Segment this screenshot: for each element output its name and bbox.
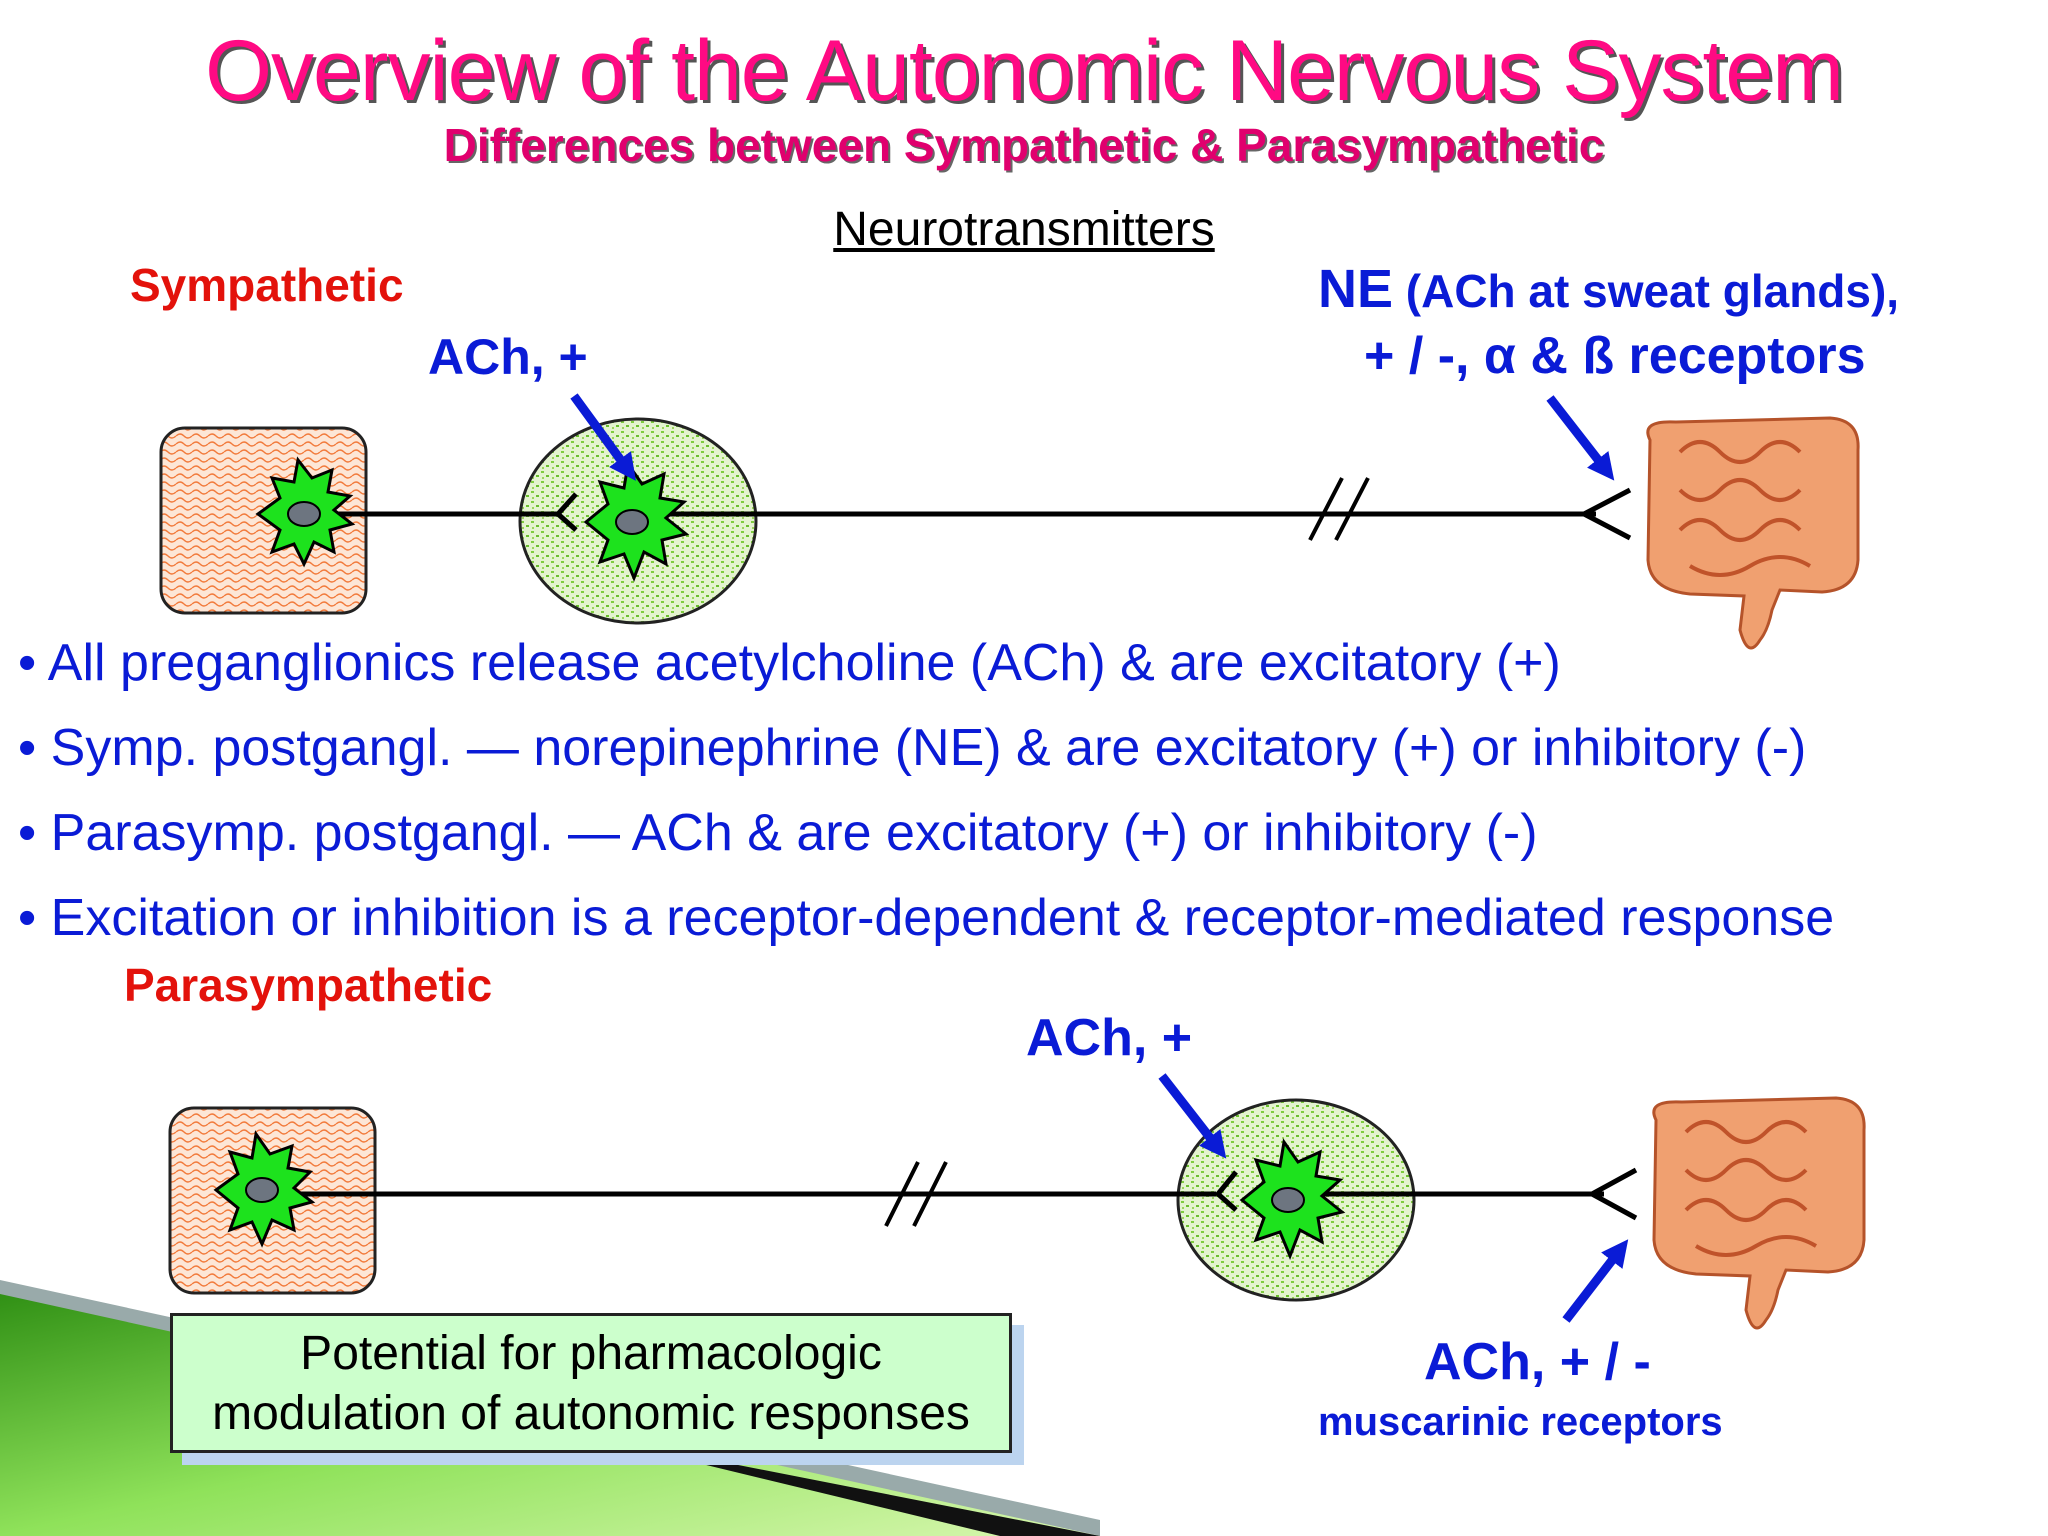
parasympathetic-ganglion-arrow — [1158, 1073, 1227, 1159]
parasympathetic-postganglionic-nucleus — [1271, 1187, 1305, 1213]
bullet-list: All preganglionics release acetylcholine… — [18, 632, 1834, 972]
parasympathetic-ganglion-label: ACh, + — [1026, 1009, 1193, 1067]
ach-sweat-label: (ACh at sweat glands), — [1393, 265, 1900, 317]
callout-line2: modulation of autonomic responses — [212, 1387, 970, 1440]
sympathetic-intestine-icon — [1646, 416, 1860, 650]
sympathetic-synapse-ganglion — [554, 492, 578, 532]
ne-label: NE — [1318, 259, 1394, 319]
page-subtitle: Differences between Sympathetic & Parasy… — [443, 119, 1605, 171]
parasympathetic-intestine-icon — [1652, 1096, 1866, 1330]
sympathetic-synapse-target — [1578, 487, 1632, 541]
parasympathetic-synapse-target — [1586, 1167, 1638, 1221]
bullet-item: All preganglionics release acetylcholine… — [18, 632, 1834, 717]
parasympathetic-target-line1: ACh, + / - — [1424, 1333, 1651, 1391]
sympathetic-target-line2: + / -, α & ß receptors — [1364, 327, 1866, 385]
sympathetic-postganglionic-nucleus — [615, 509, 649, 535]
sympathetic-ganglion-arrow — [570, 393, 636, 481]
sympathetic-cns-box — [159, 426, 368, 615]
page-title: Overview of the Autonomic Nervous System — [205, 23, 1844, 119]
section-heading: Neurotransmitters — [833, 203, 1215, 256]
sympathetic-target-arrow — [1546, 395, 1615, 481]
sympathetic-axon-break — [1308, 477, 1370, 541]
sympathetic-label: Sympathetic — [130, 259, 404, 311]
parasympathetic-axon-break — [884, 1161, 948, 1227]
bullet-item: Parasymp. postgangl. — ACh & are excitat… — [18, 802, 1834, 887]
sympathetic-target-line1: NE (ACh at sweat glands), — [1318, 258, 1899, 320]
parasympathetic-target-line2: muscarinic receptors — [1318, 1400, 1723, 1444]
callout-line1: Potential for pharmacologic — [300, 1327, 882, 1380]
bullet-item: Excitation or inhibition is a receptor-d… — [18, 887, 1834, 972]
sympathetic-ganglion-label: ACh, + — [428, 329, 588, 385]
parasympathetic-preganglionic-nucleus — [245, 1177, 279, 1203]
parasympathetic-synapse-ganglion — [1214, 1170, 1238, 1212]
parasympathetic-target-arrow — [1562, 1239, 1629, 1323]
pharmacologic-callout: Potential for pharmacologic modulation o… — [170, 1313, 1012, 1453]
bullet-item: Symp. postgangl. — norepinephrine (NE) &… — [18, 717, 1834, 802]
sympathetic-preganglionic-nucleus — [287, 501, 321, 527]
